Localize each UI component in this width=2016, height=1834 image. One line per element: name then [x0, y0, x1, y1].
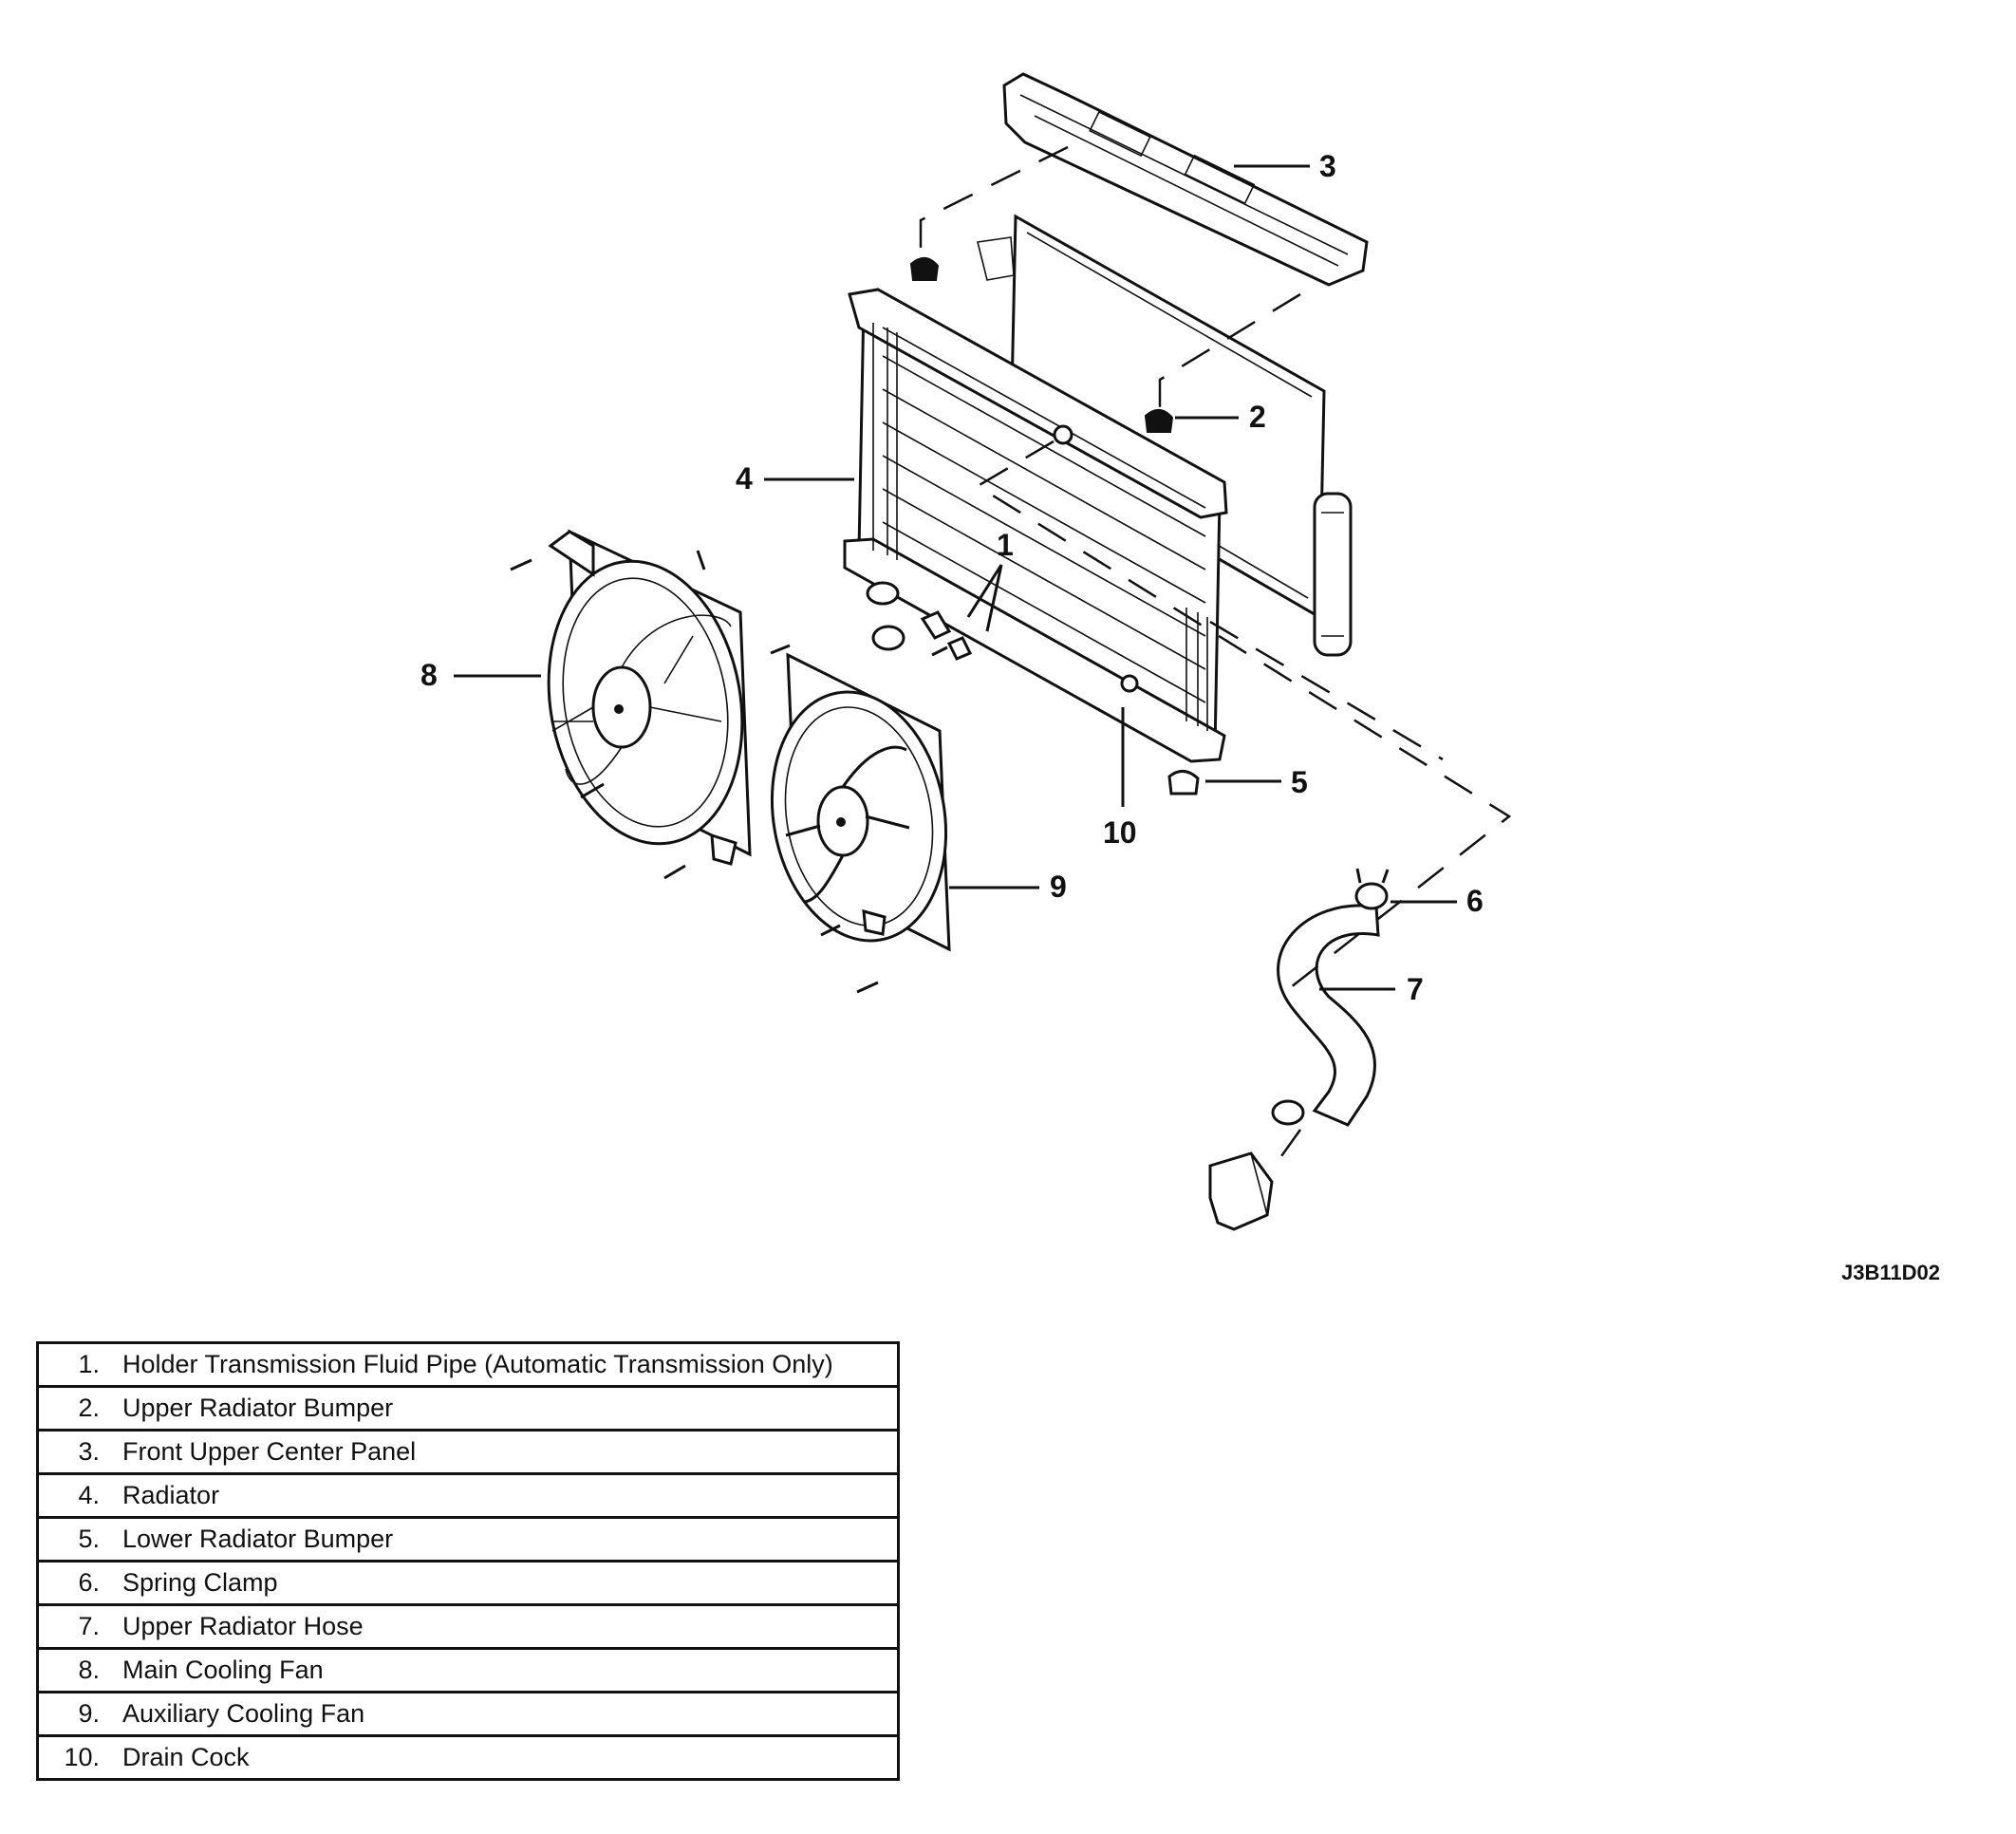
legend-row: 6.Spring Clamp — [37, 1560, 899, 1605]
front-upper-center-panel — [1002, 72, 1369, 287]
callout-9: 9 — [1050, 870, 1067, 904]
legend-number: 5. — [37, 1516, 111, 1562]
fastener-bolts — [510, 550, 948, 994]
legend-number: 4. — [37, 1472, 111, 1518]
legend-label: Lower Radiator Bumper — [111, 1516, 899, 1562]
callout-7: 7 — [1407, 972, 1424, 1006]
legend-number: 8. — [37, 1647, 111, 1693]
callout-4: 4 — [736, 461, 753, 496]
legend-number: 1. — [78, 1350, 100, 1378]
spring-clamp — [1354, 868, 1390, 910]
main-cooling-fan — [547, 529, 752, 866]
callout-8: 8 — [420, 658, 438, 692]
callout-2: 2 — [1249, 400, 1266, 434]
legend-label: Drain Cock — [111, 1734, 899, 1780]
legend-body: 1. Holder Transmission Fluid Pipe (Automa… — [37, 1343, 899, 1780]
legend-label: Spring Clamp — [111, 1560, 899, 1605]
legend-label: Upper Radiator Bumper — [111, 1385, 899, 1431]
legend-number: 10. — [37, 1734, 111, 1780]
legend-row: 1. Holder Transmission Fluid Pipe (Automa… — [38, 1343, 899, 1387]
legend-label: Holder Transmission Fluid Pipe (Automati… — [122, 1350, 833, 1378]
legend-row: 4.Radiator — [37, 1472, 899, 1518]
legend-row: 7.Upper Radiator Hose — [37, 1603, 899, 1649]
figure-id: J3B11D02 — [1841, 1261, 1940, 1284]
bumpers — [909, 257, 1200, 795]
legend-row: 3.Front Upper Center Panel — [37, 1429, 899, 1474]
thermostat-housing — [1208, 1151, 1274, 1231]
legend-row: 8.Main Cooling Fan — [37, 1647, 899, 1693]
legend-label: Main Cooling Fan — [111, 1647, 899, 1693]
callout-1: 1 — [997, 528, 1014, 562]
auxiliary-cooling-fan — [770, 652, 951, 952]
legend-label: Upper Radiator Hose — [111, 1603, 899, 1649]
callout-5: 5 — [1291, 765, 1308, 799]
legend-number: 9. — [37, 1691, 111, 1736]
callout-3: 3 — [1319, 149, 1336, 183]
legend-row: 2.Upper Radiator Bumper — [37, 1385, 899, 1431]
legend-row: 5.Lower Radiator Bumper — [37, 1516, 899, 1562]
legend-number: 7. — [37, 1603, 111, 1649]
callout-leader-lines — [454, 164, 1457, 991]
legend-label: Radiator — [111, 1472, 899, 1518]
legend-label: Front Upper Center Panel — [111, 1429, 899, 1474]
legend-number: 6. — [37, 1560, 111, 1605]
upper-radiator-hose — [1271, 904, 1380, 1127]
legend-row: 9.Auxiliary Cooling Fan — [37, 1691, 899, 1736]
legend-number: 2. — [37, 1385, 111, 1431]
callout-6: 6 — [1466, 884, 1484, 918]
legend-label: Auxiliary Cooling Fan — [111, 1691, 899, 1736]
transmission-fluid-pipe-holders — [920, 610, 973, 661]
callout-numbers: 1 2 3 4 5 6 7 8 9 10 — [420, 149, 1484, 1006]
callout-10: 10 — [1103, 815, 1137, 850]
legend-table: 1. Holder Transmission Fluid Pipe (Automa… — [36, 1341, 900, 1781]
legend-row: 10.Drain Cock — [37, 1734, 899, 1780]
radiator — [843, 288, 1228, 763]
legend-number: 3. — [37, 1429, 111, 1474]
